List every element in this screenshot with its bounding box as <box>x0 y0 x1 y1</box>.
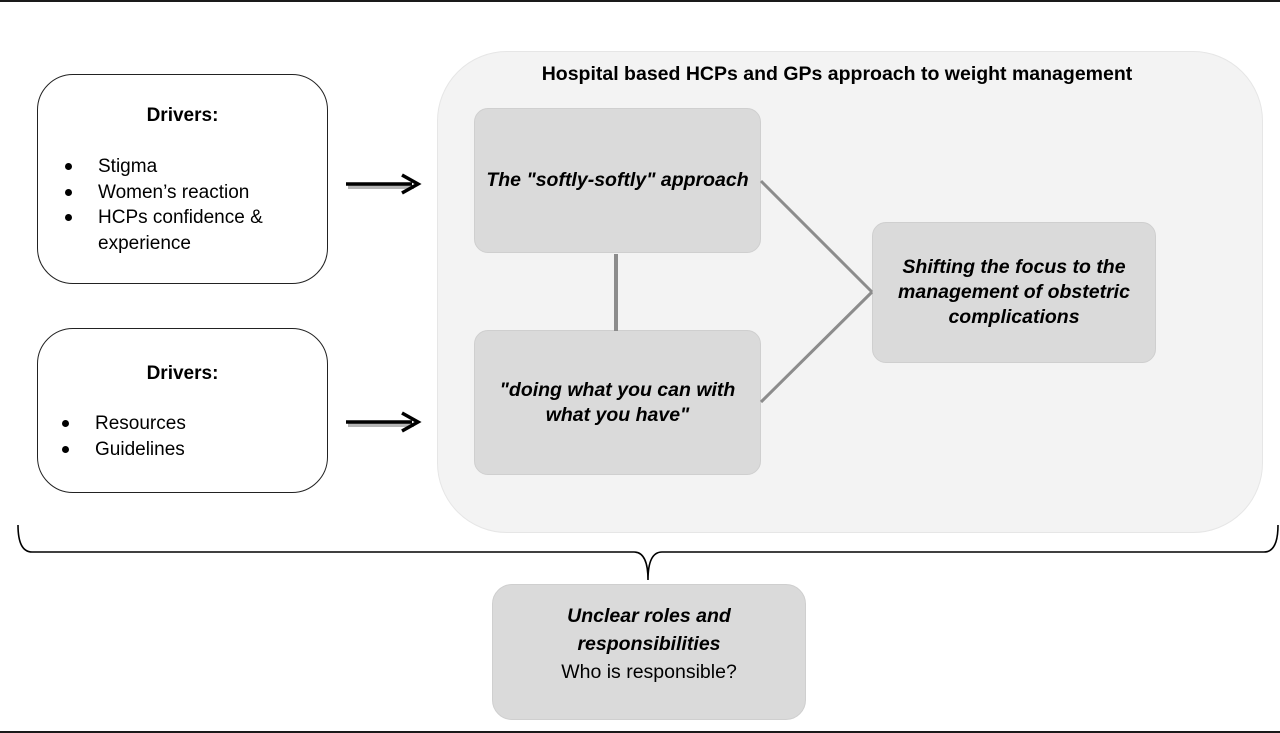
driver-item: Guidelines <box>62 437 295 463</box>
theme-shifting-focus: Shifting the focus to the management of … <box>872 222 1156 363</box>
driver-item: Women’s reaction <box>65 180 298 206</box>
connector-doing-to-shifting <box>759 290 874 404</box>
drivers-box-top: Drivers: Stigma Women’s reaction HCPs co… <box>37 74 328 284</box>
arrow-top <box>346 173 422 195</box>
theme-softly-softly-label: The "softly-softly" approach <box>486 169 749 191</box>
drivers-list: Resources Guidelines <box>62 411 295 463</box>
driver-item: HCPs confidence & experience <box>65 205 298 256</box>
drivers-title: Drivers: <box>146 105 219 126</box>
theme-shifting-focus-label: Shifting the focus to the management of … <box>898 256 1130 328</box>
theme-softly-softly: The "softly-softly" approach <box>474 108 761 253</box>
roles-box: Unclear roles and responsibilities Who i… <box>492 584 806 720</box>
roles-box-title: Unclear roles and responsibilities <box>567 605 731 655</box>
drivers-title: Drivers: <box>146 363 219 384</box>
theme-doing-what-you-can-label: "doing what you can with what you have" <box>499 378 736 426</box>
drivers-box-bottom: Drivers: Resources Guidelines <box>37 328 328 493</box>
connector-softly-to-shifting <box>759 179 874 294</box>
driver-item: Stigma <box>65 154 298 180</box>
top-border <box>0 0 1280 2</box>
drivers-list: Stigma Women’s reaction HCPs confidence … <box>65 154 298 256</box>
arrow-bottom <box>346 411 422 433</box>
roles-box-subtitle: Who is responsible? <box>561 661 737 683</box>
approach-panel-title: Hospital based HCPs and GPs approach to … <box>541 63 1133 85</box>
bottom-border <box>0 731 1280 733</box>
theme-doing-what-you-can: "doing what you can with what you have" <box>474 330 761 475</box>
grouping-brace <box>17 524 1279 581</box>
driver-item: Resources <box>62 411 295 437</box>
